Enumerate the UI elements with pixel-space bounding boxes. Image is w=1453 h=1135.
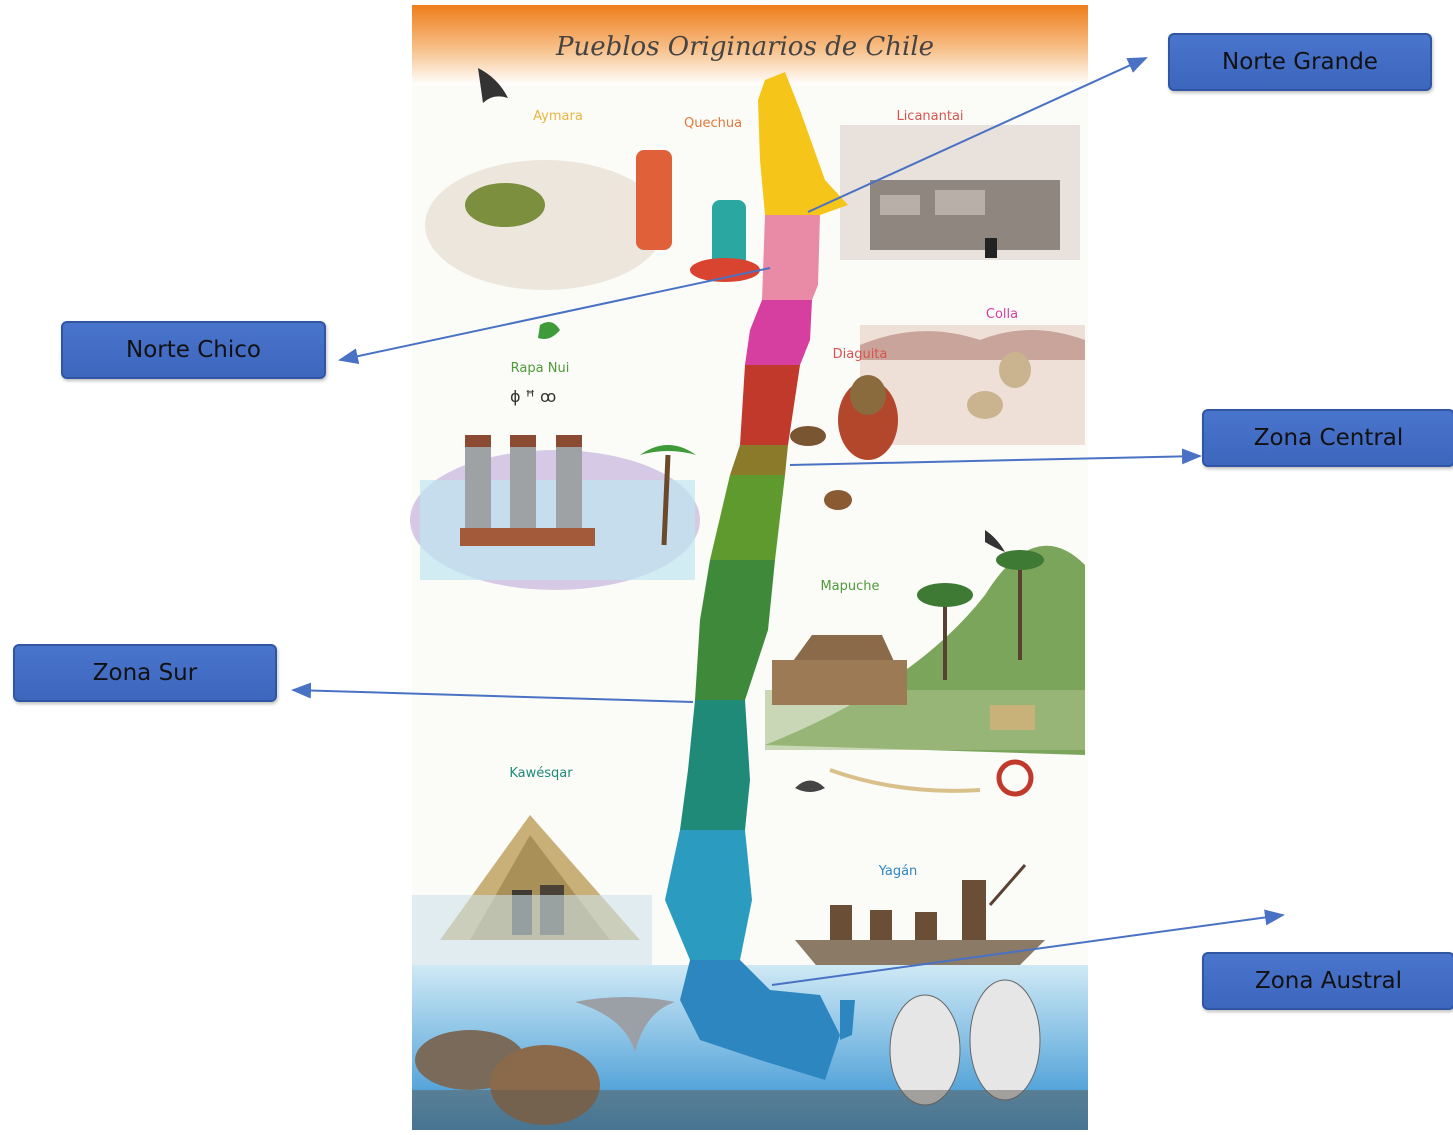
label-licanantai: Licanantai bbox=[896, 109, 963, 124]
label-mapuche: Mapuche bbox=[820, 579, 879, 594]
region-norte-chico-map bbox=[762, 215, 820, 300]
rongorongo-glyphs: ɸ ꟸ ꝏ bbox=[510, 387, 556, 406]
region-colla-map bbox=[745, 300, 812, 365]
region-zona-sur-map bbox=[695, 560, 775, 700]
label-colla: Colla bbox=[986, 307, 1018, 322]
zone-box-zona-austral: Zona Austral bbox=[1202, 952, 1453, 1010]
label-yagan: Yagán bbox=[878, 864, 918, 879]
rapa-nui-scene: ɸ ꟸ ꝏ bbox=[410, 321, 700, 590]
kawesqar-scene bbox=[412, 815, 652, 975]
zone-box-norte-chico: Norte Chico bbox=[61, 321, 326, 379]
label-rapa-nui: Rapa Nui bbox=[511, 361, 570, 376]
whale-tail-icon bbox=[575, 997, 675, 1052]
zone-box-zona-sur: Zona Sur bbox=[13, 644, 277, 702]
label-aymara: Aymara bbox=[533, 109, 583, 124]
region-aysen-map bbox=[680, 700, 750, 830]
aymara-quechua-scene bbox=[425, 68, 760, 290]
yagan-scene bbox=[795, 864, 1045, 970]
arrow-norte-chico bbox=[338, 267, 771, 365]
region-magallanes-map bbox=[665, 830, 752, 960]
mapuche-scene bbox=[765, 530, 1085, 797]
bird-icon bbox=[985, 530, 1005, 552]
region-central-south-map bbox=[730, 445, 788, 475]
label-kawesqar: Kawésqar bbox=[509, 766, 573, 781]
kultrun-icon bbox=[996, 759, 1034, 797]
arrow-zona-central bbox=[789, 448, 1202, 466]
licanantai-scene bbox=[840, 125, 1080, 260]
zone-box-zona-central: Zona Central bbox=[1202, 409, 1453, 467]
poster-title: Pueblos Originarios de Chile bbox=[555, 32, 934, 62]
region-maule-map bbox=[710, 475, 785, 560]
region-austral-map bbox=[680, 960, 840, 1080]
chile-map bbox=[665, 72, 855, 1080]
colla-diaguita-scene bbox=[790, 325, 1085, 510]
zone-box-norte-grande: Norte Grande bbox=[1168, 33, 1432, 91]
condor-icon bbox=[478, 68, 508, 103]
poster-header-band bbox=[412, 5, 1088, 85]
region-central-map bbox=[740, 365, 800, 445]
label-diaguita: Diaguita bbox=[833, 347, 888, 362]
arrow-zona-austral bbox=[771, 909, 1285, 986]
arrow-zona-sur bbox=[291, 682, 694, 703]
label-quechua: Quechua bbox=[684, 116, 742, 131]
arrow-norte-grande bbox=[807, 57, 1148, 213]
region-norte-grande-map bbox=[758, 72, 848, 215]
island-icon bbox=[538, 321, 560, 339]
